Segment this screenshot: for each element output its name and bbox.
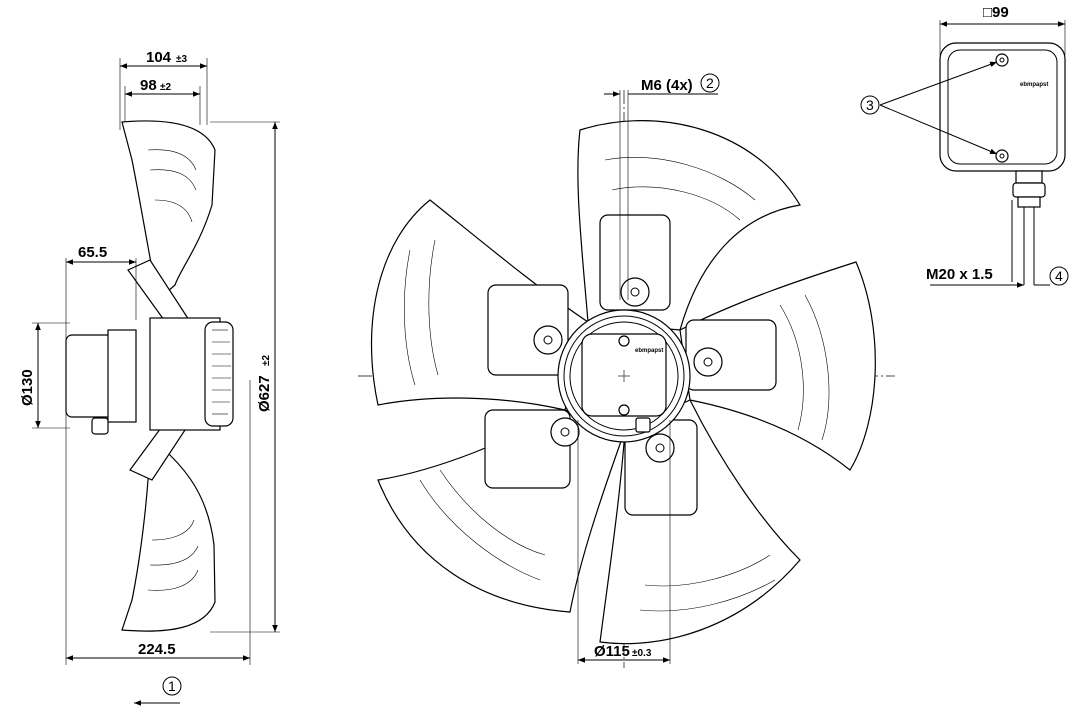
front-view: ebmpapst (358, 90, 895, 668)
dim-total-depth: 224.5 (138, 641, 176, 658)
dim-mount-thread: M6 (4x) (641, 77, 693, 94)
dim-fan-diameter-tol: ±2 (261, 355, 272, 366)
detail-cable-gland (1015, 170, 1043, 184)
front-blade-top (577, 120, 801, 331)
dim-width-blade-tol: ±2 (160, 82, 171, 93)
front-brand-label: ebmpapst (635, 348, 663, 354)
front-blade-bottom-right (599, 399, 801, 645)
callout-2: 2 (706, 75, 714, 91)
front-blade-bottom-left (377, 409, 626, 613)
front-blade-right (679, 261, 876, 471)
dim-hub-diameter: Ø130 (19, 369, 36, 406)
dim-width-overall-tol: ±3 (176, 54, 187, 65)
dim-width-blade: 98 (140, 77, 157, 94)
dim-fan-diameter: Ø627 (256, 375, 273, 412)
callout-4: 4 (1055, 268, 1063, 284)
callout-3: 3 (866, 97, 874, 113)
dim-width-overall: 104 (146, 49, 172, 66)
dim-offset: 65.5 (78, 244, 107, 261)
front-blade-left (370, 199, 589, 411)
terminal-box-detail: ebmpapst (879, 20, 1066, 288)
dim-bolt-circle: Ø115 (594, 643, 630, 660)
dim-gland-thread: M20 x 1.5 (926, 266, 993, 283)
callout-1: 1 (168, 678, 176, 694)
dim-box-size: □99 (983, 4, 1009, 21)
detail-box-body (939, 42, 1066, 172)
detail-brand-label: ebmpapst (1020, 82, 1048, 88)
side-view (32, 58, 280, 706)
dim-bolt-circle-tol: ±0.3 (632, 648, 652, 659)
side-blade-upper (121, 120, 216, 302)
side-blade-lower (121, 444, 216, 632)
